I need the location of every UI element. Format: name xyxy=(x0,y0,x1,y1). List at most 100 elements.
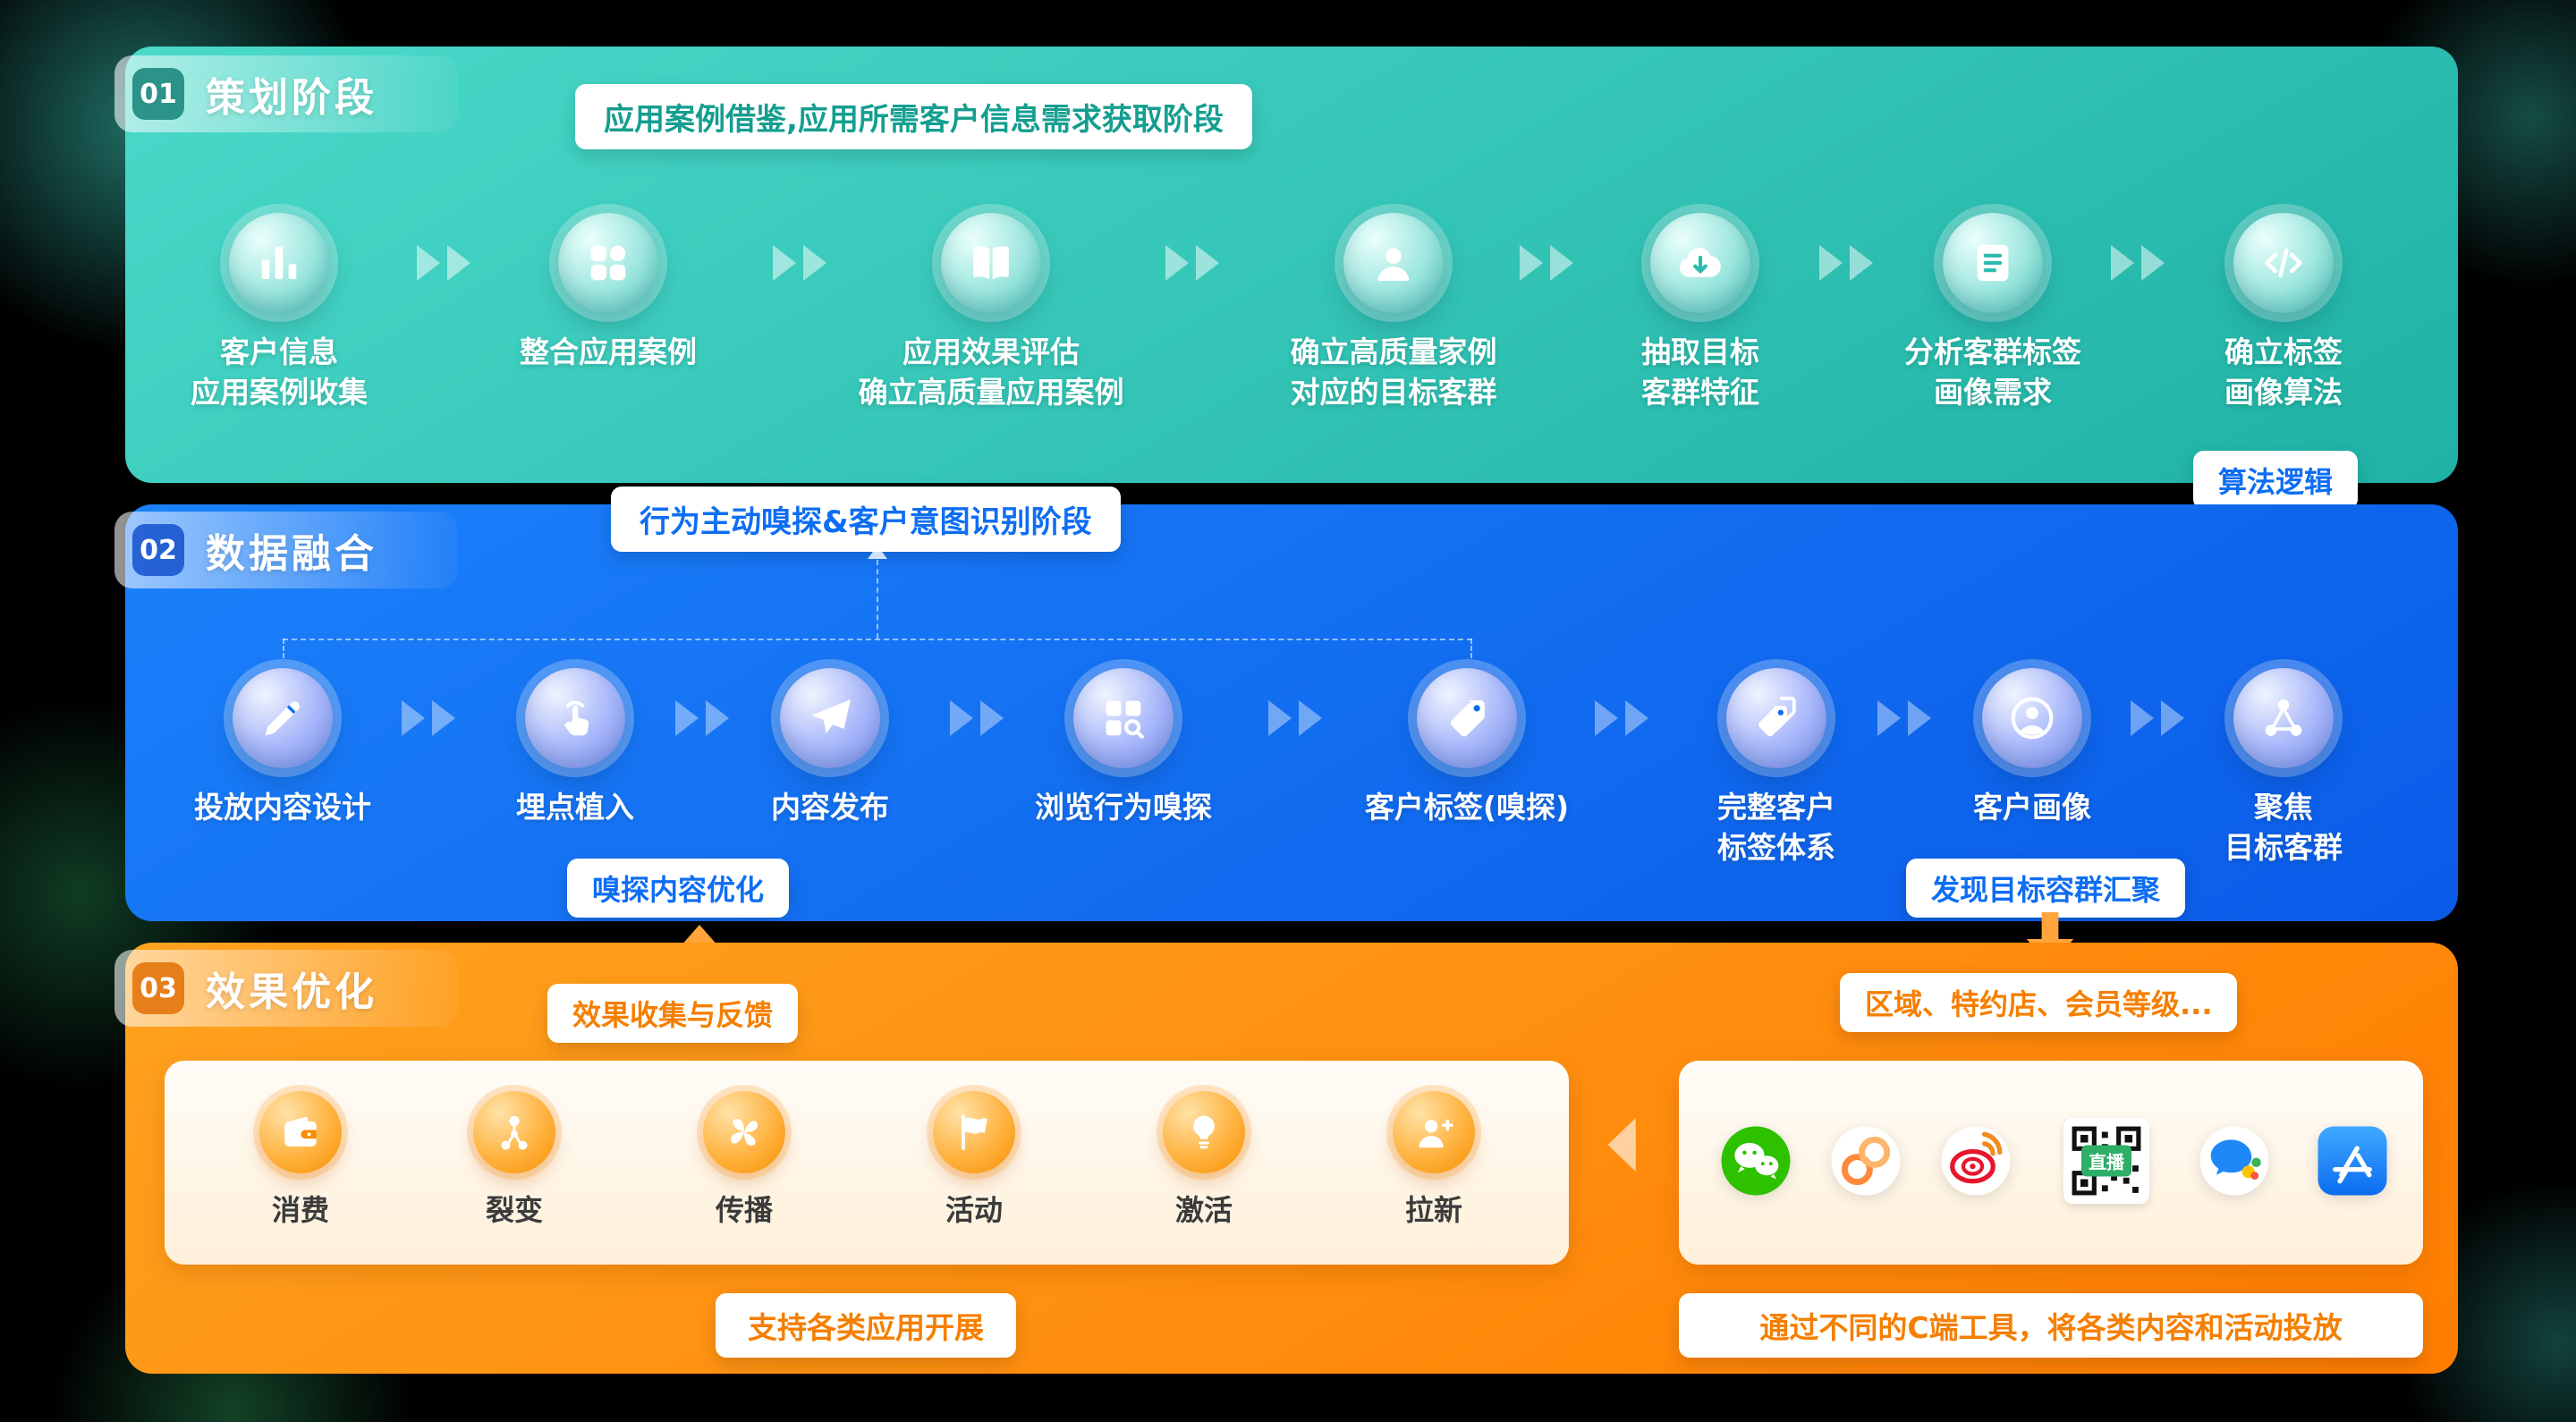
document-icon xyxy=(1977,244,2009,282)
step-orb xyxy=(1073,668,1174,768)
phase2-header: 02 数据融合 xyxy=(114,512,458,588)
step-orb xyxy=(1726,668,1826,768)
step-orb xyxy=(1343,213,1444,313)
dashed-arrowhead-icon xyxy=(868,546,887,559)
step-integrate-cases: 整合应用案例 xyxy=(447,213,769,373)
step-label: 聚焦 目标客群 xyxy=(2224,790,2343,865)
step-orb xyxy=(1982,668,2082,768)
chat-icon xyxy=(2199,1126,2269,1196)
activity-orb xyxy=(1163,1091,1245,1173)
activity-activate: 激活 xyxy=(1114,1091,1293,1229)
arrow-right-icon xyxy=(402,700,455,736)
step-label: 确立高质量家例 对应的目标客群 xyxy=(1290,334,1497,410)
step-complete-tag-system: 完整客户 标签体系 xyxy=(1624,668,1928,868)
algorithm-logic-tag: 算法逻辑 xyxy=(2193,451,2359,510)
phase3-title: 效果优化 xyxy=(206,969,377,1015)
qr-live-icon: 直播 xyxy=(2063,1118,2149,1204)
fission-icon xyxy=(501,1115,528,1150)
link-icon xyxy=(1831,1126,1901,1196)
step-orb xyxy=(233,668,333,768)
arrow-right-icon xyxy=(675,700,729,736)
step-target-group: 确立高质量家例 对应的目标客群 xyxy=(1233,213,1555,412)
step-orb xyxy=(941,213,1041,313)
step-label: 确立标签 画像算法 xyxy=(2224,334,2343,410)
caption-applications: 支持各类应用开展 xyxy=(716,1293,1016,1358)
channel-chat xyxy=(2197,1123,2272,1198)
arrow-right-icon xyxy=(1877,700,1931,736)
step-content-design: 投放内容设计 xyxy=(131,668,435,828)
activity-orb xyxy=(1393,1091,1475,1173)
user-icon xyxy=(1377,248,1410,282)
activity-spread: 传播 xyxy=(655,1091,834,1229)
tags-icon xyxy=(1758,696,1796,737)
pen-icon xyxy=(265,701,300,736)
channels-card: 直播 xyxy=(1679,1061,2423,1265)
dashed-connector xyxy=(283,639,284,658)
dashed-connector xyxy=(877,560,878,639)
arrow-right-icon xyxy=(2131,700,2184,736)
portrait-icon xyxy=(2011,697,2054,740)
step-label: 客户信息 应用案例收集 xyxy=(191,334,368,410)
phase3-number: 03 xyxy=(132,962,184,1014)
step-case-collect: 客户信息 应用案例收集 xyxy=(118,213,440,412)
spread-icon xyxy=(731,1119,758,1146)
step-label: 内容发布 xyxy=(771,790,889,825)
appstore-icon xyxy=(2318,1126,2387,1196)
phase1-banner: 应用案例借鉴,应用所需客户信息需求获取阶段 xyxy=(575,84,1252,149)
dashed-connector xyxy=(283,639,1472,640)
browse-icon xyxy=(1106,700,1144,739)
channel-wechat xyxy=(1718,1123,1793,1198)
arrow-right-icon xyxy=(1819,245,1873,281)
phase2-title: 数据融合 xyxy=(206,531,377,577)
tag-icon xyxy=(1451,700,1485,737)
channel-link xyxy=(1828,1123,1903,1198)
step-label: 整合应用案例 xyxy=(520,334,697,369)
qr-live-label: 直播 xyxy=(2081,1145,2131,1177)
activity-acquire: 拉新 xyxy=(1344,1091,1523,1229)
step-orb xyxy=(558,213,658,313)
step-label: 完整客户 标签体系 xyxy=(1717,790,1835,865)
arrow-left-icon xyxy=(1607,1118,1636,1172)
phase1-number: 01 xyxy=(132,68,184,120)
step-orb xyxy=(1943,213,2043,313)
dashed-connector xyxy=(1470,639,1472,658)
channel-weibo xyxy=(1938,1123,2013,1198)
code-icon xyxy=(2265,248,2302,278)
step-tracking-implant: 埋点植入 xyxy=(423,668,727,828)
step-tag-algorithm: 确立标签 画像算法 xyxy=(2123,213,2445,412)
step-customer-portrait: 客户画像 xyxy=(1880,668,2184,828)
arrow-right-icon xyxy=(1520,245,1573,281)
step-label: 客户画像 xyxy=(1973,790,2091,825)
step-orb xyxy=(525,668,625,768)
focus-icon xyxy=(2265,699,2302,736)
activity-orb xyxy=(259,1091,342,1173)
user-plus-icon xyxy=(1419,1119,1453,1148)
segment-tag: 区域、特约店、会员等级... xyxy=(1840,973,2238,1032)
activities-card: 消费 裂变 传播 活动 xyxy=(165,1061,1569,1265)
activity-label: 消费 xyxy=(271,1193,329,1227)
step-effect-evaluate: 应用效果评估 确立高质量应用案例 xyxy=(830,213,1152,412)
caption-c-tools: 通过不同的C端工具，将各类内容和活动投放 xyxy=(1679,1293,2423,1358)
activity-label: 传播 xyxy=(715,1193,773,1227)
phase2-band: 02 数据融合 行为主动嗅探&客户意图识别阶段 投放内容设计 埋点植入 xyxy=(114,487,2458,921)
arrow-right-icon xyxy=(1595,700,1648,736)
phase3-header: 03 效果优化 xyxy=(114,950,458,1027)
arrow-right-icon xyxy=(417,245,470,281)
step-label: 埋点植入 xyxy=(516,790,634,825)
activity-orb xyxy=(933,1091,1015,1173)
sniff-optimize-tag: 嗅探内容优化 xyxy=(567,859,790,918)
step-focus-target: 聚焦 目标客群 xyxy=(2131,668,2436,868)
phase1-band: 01 策划阶段 应用案例借鉴,应用所需客户信息需求获取阶段 客户信息 应用案例收… xyxy=(114,47,2458,510)
phase2-number: 02 xyxy=(132,524,184,576)
step-browse-sniff: 浏览行为嗅探 xyxy=(971,668,1275,828)
open-book-icon xyxy=(973,246,1009,280)
activity-label: 激活 xyxy=(1174,1193,1233,1227)
feedback-tag: 效果收集与反馈 xyxy=(547,984,799,1043)
step-label: 客户标签(嗅探) xyxy=(1364,790,1570,825)
arrow-right-icon xyxy=(950,700,1004,736)
step-orb xyxy=(229,213,329,313)
step-orb xyxy=(2233,213,2334,313)
wechat-icon xyxy=(1721,1126,1791,1196)
flag-icon xyxy=(961,1114,987,1150)
